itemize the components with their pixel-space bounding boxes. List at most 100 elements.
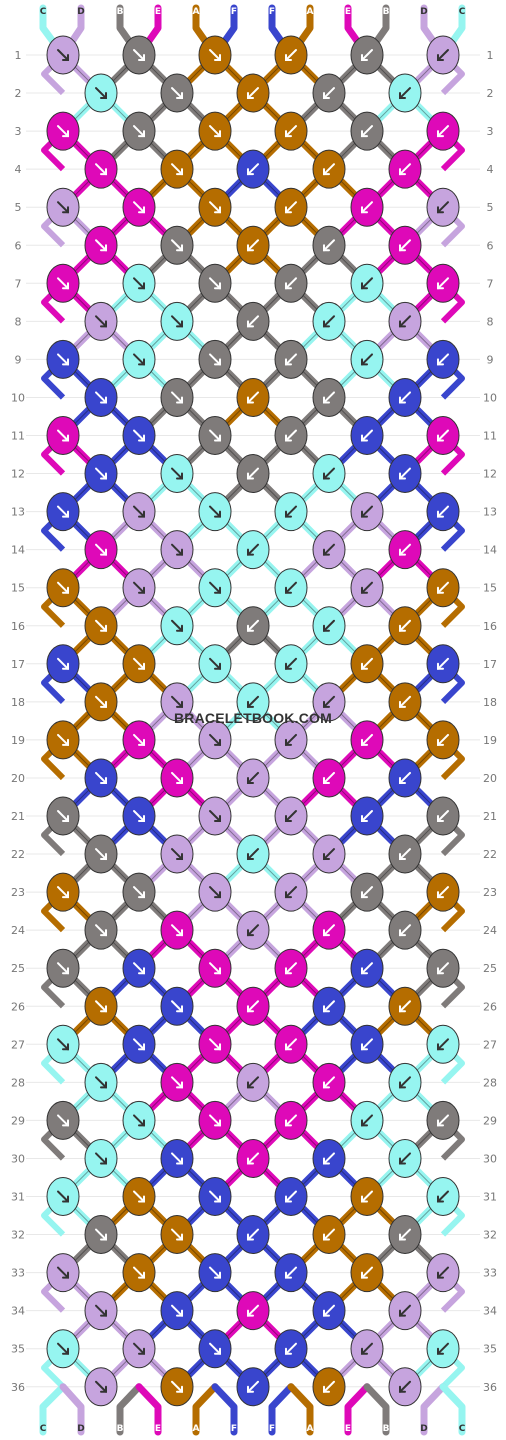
knot — [160, 454, 194, 494]
knot-arrowhead-icon — [214, 434, 221, 442]
knot — [274, 644, 308, 684]
knot — [388, 910, 422, 950]
knot-arrow-icon — [133, 1190, 145, 1203]
knot-arrowhead-icon — [361, 206, 368, 214]
knot-arrow-icon — [437, 125, 449, 138]
knot-arrowhead-icon — [247, 320, 254, 328]
knot-arrowhead-icon — [138, 738, 145, 746]
row-number-right: 28 — [483, 1076, 497, 1089]
top-string-letter: E — [345, 7, 351, 17]
knot-arrow-icon — [247, 924, 259, 937]
knot-arrow-icon — [399, 391, 411, 404]
knot-arrow-icon — [437, 886, 449, 899]
knot-arrowhead-icon — [176, 396, 183, 404]
row-number-right: 5 — [487, 201, 494, 214]
knot-arrowhead-icon — [214, 510, 221, 518]
knot — [312, 606, 346, 646]
knot — [122, 948, 156, 988]
knot-arrow-icon — [95, 1076, 107, 1089]
knot-arrow-icon — [95, 1228, 107, 1241]
knot-arrow-icon — [133, 277, 145, 290]
row-number-right: 18 — [483, 696, 497, 709]
top-string-letter: A — [307, 7, 314, 17]
knot-arrow-icon — [57, 277, 69, 290]
knot-arrowhead-icon — [323, 1081, 330, 1089]
knot-arrow-icon — [361, 581, 373, 594]
knot-arrow-icon — [361, 353, 373, 366]
knot-arrowhead-icon — [214, 130, 221, 138]
knot-arrow-icon — [361, 1114, 373, 1127]
knot-arrow-icon — [323, 163, 335, 176]
row-number-right: 26 — [483, 1000, 497, 1013]
knot-arrow-icon — [209, 505, 221, 518]
row-number-left: 17 — [11, 658, 25, 671]
knot-arrow-icon — [133, 581, 145, 594]
top-string-letter: D — [420, 7, 427, 17]
knot — [426, 263, 460, 303]
knot — [312, 149, 346, 189]
knot-arrowhead-icon — [437, 1195, 444, 1203]
row-number-right: 33 — [483, 1267, 497, 1280]
knot-arrow-icon — [285, 429, 297, 442]
knot-arrowhead-icon — [399, 1081, 406, 1089]
knot — [122, 644, 156, 684]
knot — [426, 568, 460, 608]
knot-arrowhead-icon — [323, 624, 330, 632]
knot-arrow-icon — [247, 1152, 259, 1165]
knot — [350, 111, 384, 151]
knot — [46, 111, 80, 151]
knot — [426, 187, 460, 227]
knot — [84, 377, 118, 417]
knot — [160, 758, 194, 798]
knot — [84, 301, 118, 341]
knot — [388, 1291, 422, 1331]
row-number-right: 7 — [487, 277, 494, 290]
knot-arrow-icon — [399, 619, 411, 632]
bottom-string-letter: A — [193, 1424, 200, 1434]
knot-arrow-icon — [57, 962, 69, 975]
bottom-string — [420, 1383, 447, 1436]
knot-arrow-icon — [323, 1228, 335, 1241]
knot-arrowhead-icon — [437, 1271, 444, 1279]
knot — [350, 568, 384, 608]
top-string-letter: B — [117, 7, 124, 17]
knot-arrow-icon — [57, 49, 69, 61]
row-number-right: 10 — [483, 391, 497, 404]
knot-arrow-icon — [323, 391, 335, 404]
row-number-left: 35 — [11, 1343, 25, 1356]
knot — [84, 1291, 118, 1331]
knot-arrow-icon — [361, 1342, 373, 1355]
row-number-right: 19 — [483, 734, 497, 747]
knot — [426, 872, 460, 912]
knot — [388, 834, 422, 874]
bottom-string — [59, 1383, 85, 1436]
knot — [46, 720, 80, 760]
knot-arrow-icon — [209, 581, 221, 594]
knot — [46, 339, 80, 379]
knot-arrow-icon — [95, 163, 107, 176]
knot-arrowhead-icon — [214, 54, 221, 61]
knot-arrowhead-icon — [62, 282, 69, 290]
knot-arrow-icon — [209, 810, 221, 822]
knot-arrowhead-icon — [437, 358, 444, 366]
top-string-letter: C — [459, 7, 466, 17]
bottom-string-letter: E — [155, 1424, 161, 1434]
knot-arrow-icon — [399, 163, 411, 176]
bottom-string — [344, 1383, 371, 1436]
knot-arrowhead-icon — [62, 130, 69, 138]
knot — [236, 377, 270, 417]
knot-arrow-icon — [209, 429, 221, 442]
row-number-left: 11 — [11, 430, 25, 443]
knot-arrow-icon — [171, 924, 183, 937]
knot — [236, 606, 270, 646]
row-number-right: 31 — [483, 1191, 497, 1204]
knot — [312, 1062, 346, 1102]
knot-arrow-icon — [133, 429, 145, 442]
watermark-text: BRACELETBOOK.COM — [174, 710, 332, 726]
bottom-string-letter: D — [420, 1424, 427, 1434]
bottom-string-letter: A — [307, 1424, 314, 1434]
bottom-string-letter: F — [269, 1424, 275, 1434]
knot-arrow-icon — [361, 810, 373, 822]
knot-arrowhead-icon — [285, 510, 292, 518]
knot-arrowhead-icon — [285, 358, 292, 366]
